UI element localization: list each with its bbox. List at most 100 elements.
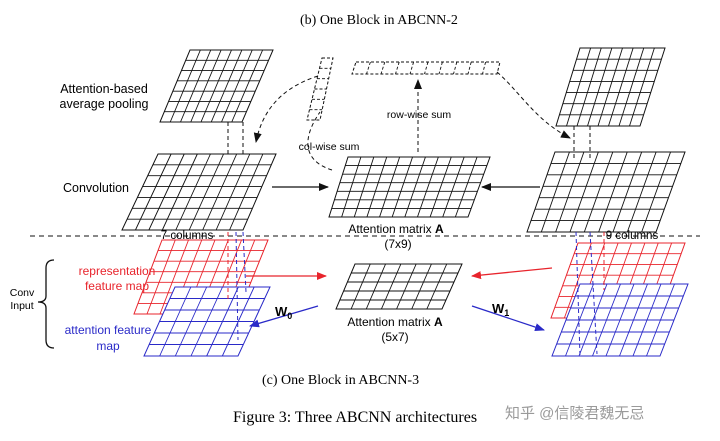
attention-map-label-line2: map [96, 339, 120, 353]
attention-matrix-bottom-col-line [381, 263, 402, 310]
pooling-connectors [227, 122, 591, 158]
conv-input-label-line1: Conv [10, 287, 35, 299]
pooling-grid-right-col-line [566, 47, 592, 127]
attention-matrix-top [328, 156, 491, 218]
pooling-grid-left [159, 49, 274, 123]
conv-grid-right-col-line [555, 151, 585, 233]
pooling-grid-right-col-line [629, 47, 655, 127]
grids-layer [121, 47, 689, 357]
representation-map-label-line2: feature map [85, 279, 149, 293]
attention-map-right-col-line [578, 283, 608, 357]
conv-grid-left-col-line [175, 153, 211, 231]
attention-matrix-bottom-col-line [411, 263, 432, 310]
attention-matrix-bottom-label: Attention matrix A [347, 315, 443, 329]
blue-arrow-w0 [249, 305, 319, 328]
w1-label: W1 [492, 301, 509, 318]
conv-grid-left-col-line [188, 153, 224, 231]
colwise-label: col-wise sum [299, 141, 360, 153]
attention-matrix-top-col-line [417, 156, 439, 218]
attention-matrix-bottom-dims: (5x7) [381, 330, 408, 344]
caption-bottom: (c) One Block in ABCNN-3 [262, 373, 419, 388]
rowwise-sum-vector [351, 61, 501, 75]
conv-grid-left-col-line [135, 153, 172, 231]
attention-map-label-line1: attention feature [65, 323, 152, 337]
pool-arrow-right [496, 71, 571, 139]
attention-map-left [143, 286, 271, 357]
attention-matrix-bottom-col-line [396, 263, 417, 310]
attention-map-left-col-line [190, 286, 223, 357]
pooling-grid-right-col-line [618, 47, 645, 127]
attention-matrix-top-col-line [391, 156, 413, 218]
representation-map-left-col-line [146, 239, 176, 315]
attention-matrix-top-col-line [379, 156, 401, 218]
attention-map-left-col-line [174, 286, 208, 357]
figure-caption: Figure 3: Three ABCNN architectures [233, 409, 477, 426]
blue-arrow-w1 [471, 305, 545, 331]
attention-matrix-top-label: Attention matrix A [348, 222, 444, 236]
pooling-grid-right-col-line [576, 47, 602, 127]
rowwise-sum-vector-col-line [409, 61, 415, 75]
conv-input-brace [37, 259, 55, 349]
attention-map-right-col-line [592, 283, 621, 357]
rowwise-sum-vector-col-line [467, 61, 472, 75]
convolution-label: Convolution [63, 181, 129, 195]
rowwise-sum-vector-col-line [380, 61, 386, 75]
conv-grid-left-col-line [202, 153, 238, 231]
connector-blue-left-1 [242, 231, 247, 293]
attention-map-left-col-line [206, 286, 239, 357]
colwise-sum-vector [306, 57, 334, 121]
watermark: 知乎 @信陵君魏无忌 [505, 405, 644, 422]
pooling-grid-right-col-line [608, 47, 634, 127]
conv-grid-right-col-line [540, 151, 570, 233]
colwise-curve [307, 111, 333, 171]
conv-grid-left-col-line [215, 153, 251, 231]
attention-matrix-top-col-line [454, 156, 478, 218]
connector-blue-right-2 [589, 231, 598, 355]
conv-grid-left-col-line [148, 153, 185, 231]
seven-columns-label: 7 columns [161, 230, 214, 242]
pooling-grid-right [555, 47, 666, 127]
conv-grid-right-col-line [569, 151, 599, 233]
conv-grid-right-outline [526, 151, 686, 233]
rowwise-sum-vector-col-line [482, 61, 487, 75]
rowwise-sum-vector-col-line [366, 61, 371, 75]
attention-matrix-bottom-col-line [350, 263, 371, 310]
conv-grid-left [121, 153, 277, 231]
pooling-label-line1: Attention-based [60, 82, 148, 96]
cross-section-connectors [227, 231, 605, 357]
representation-map-left-col-line [159, 239, 189, 315]
attention-map-right-col-line [605, 283, 635, 357]
attention-matrix-bottom [335, 263, 463, 310]
attention-matrix-top-col-line [442, 156, 465, 218]
attention-matrix-bottom-col-line [365, 263, 386, 310]
attention-matrix-bottom-outline [335, 263, 463, 310]
pooling-grid-right-col-line [597, 47, 623, 127]
rowwise-sum-vector-col-line [424, 61, 429, 75]
w0-label: W0 [275, 304, 292, 321]
attention-map-left-col-line [221, 286, 255, 357]
attention-matrix-top-col-line [366, 156, 388, 218]
conv-grid-right-col-line [598, 151, 628, 233]
conv-grid-right-col-line [641, 151, 671, 233]
pooling-grid-right-col-line [587, 47, 613, 127]
pooling-label-line2: average pooling [60, 97, 149, 111]
attention-matrix-top-dims: (7x9) [384, 237, 411, 251]
attention-map-right-col-line [632, 283, 662, 357]
representation-map-right-col-line [563, 242, 592, 319]
rowwise-sum-vector-col-line [395, 61, 400, 75]
pooling-grid-left-col-line [210, 49, 243, 123]
attention-matrix-top-col-line [429, 156, 452, 218]
rowwise-label: row-wise sum [387, 109, 451, 121]
attention-matrix-bottom-col-line [426, 263, 448, 310]
caption-top: (b) One Block in ABCNN-2 [300, 13, 458, 28]
pooling-grid-left-col-line [221, 49, 253, 123]
pooling-grid-left-col-line [200, 49, 232, 123]
pooling-grid-left-col-line [231, 49, 264, 123]
rowwise-sum-vector-col-line [438, 61, 443, 75]
attention-map-right-col-line [619, 283, 648, 357]
conv-grid-left-col-line [229, 153, 264, 231]
conv-grid-right-col-line [583, 151, 614, 233]
conv-grid-right [526, 151, 686, 233]
pooling-grid-left-col-line [169, 49, 201, 123]
